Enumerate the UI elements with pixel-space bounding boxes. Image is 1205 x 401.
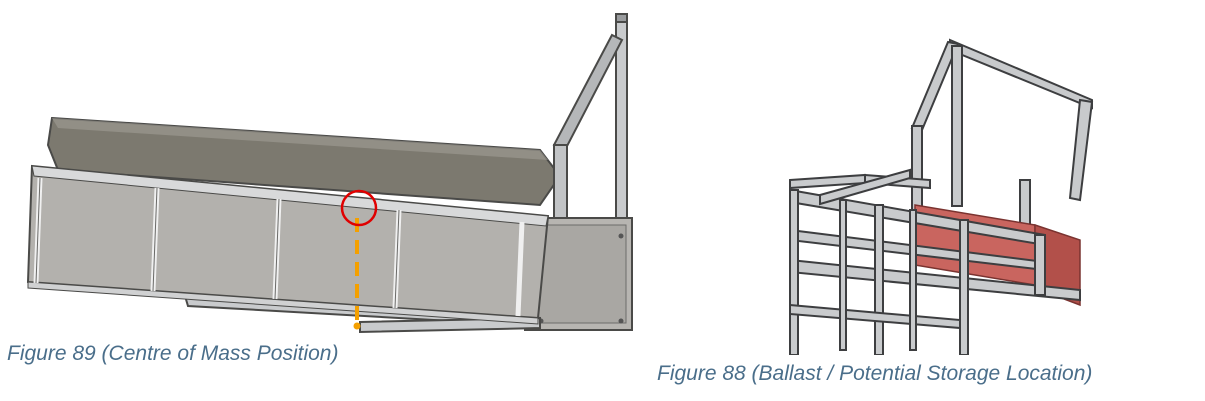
centre-of-mass-figure xyxy=(26,13,633,334)
upright-frame xyxy=(552,13,628,223)
side-panel xyxy=(26,164,550,325)
roll-bar xyxy=(949,38,1093,110)
ballast-figure xyxy=(789,38,1094,355)
figure-89-caption: Figure 89 (Centre of Mass Position) xyxy=(7,342,339,365)
centre-of-mass-circle xyxy=(340,189,378,227)
centre-of-mass-point xyxy=(353,322,361,330)
figure-88-caption: Figure 88 (Ballast / Potential Storage L… xyxy=(657,362,1093,385)
base-frame xyxy=(789,168,1081,355)
